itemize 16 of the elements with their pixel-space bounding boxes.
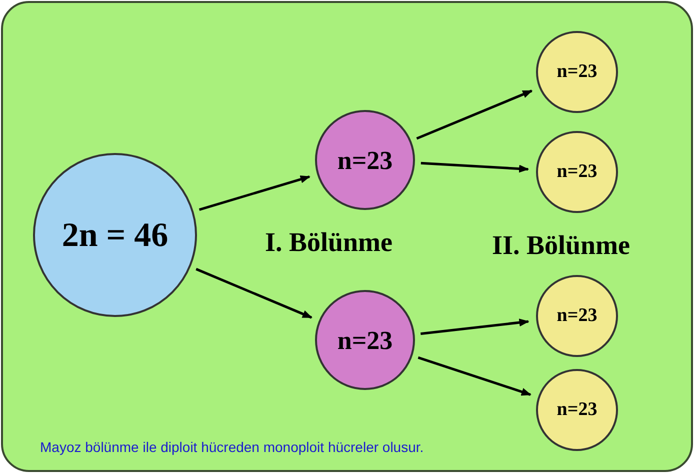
arrow (420, 318, 530, 335)
arrow (416, 90, 533, 140)
cell-label: n=23 (337, 144, 393, 176)
cell-label: n=23 (556, 160, 598, 184)
cell-label: n=23 (556, 60, 598, 84)
stage-label: II. Bölünme (492, 229, 630, 262)
arrow (418, 356, 532, 396)
arrow (196, 268, 312, 319)
cell-label: n=23 (337, 324, 393, 356)
arrow (198, 175, 310, 211)
stage-label: I. Bölünme (265, 226, 393, 259)
cell-label: n=23 (556, 304, 598, 328)
cell-label: 2n = 46 (62, 216, 168, 256)
cell-label: n=23 (556, 398, 598, 422)
caption: Mayoz bölünme ile diploit hücreden monoploit hücreler olusur. (40, 438, 424, 457)
arrow (420, 162, 530, 173)
